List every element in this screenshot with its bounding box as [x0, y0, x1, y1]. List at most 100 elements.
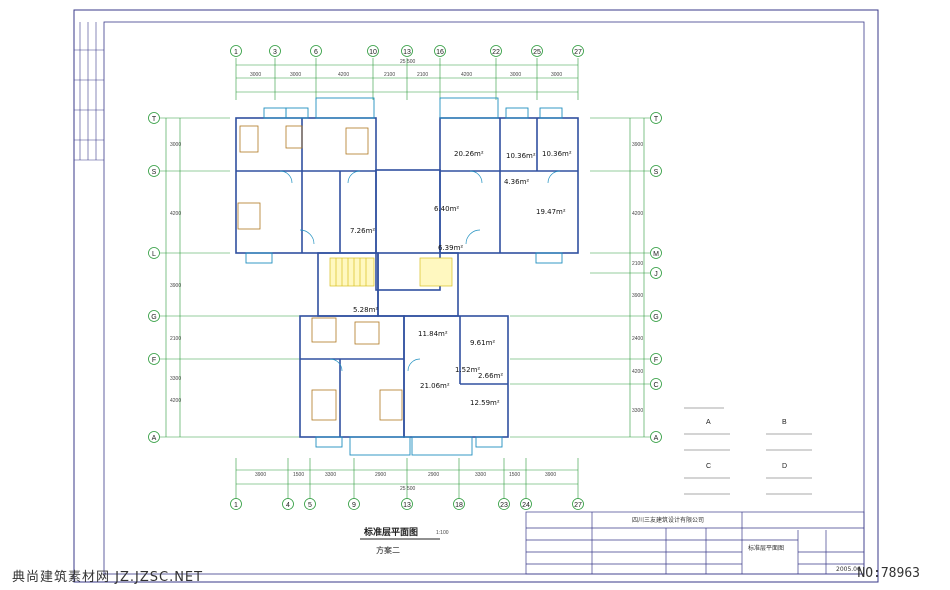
right-axis-labels: T S M J G F C A: [653, 116, 659, 442]
svg-text:S: S: [654, 169, 659, 176]
svg-text:10.36m²: 10.36m²: [506, 152, 536, 160]
svg-text:S: S: [152, 169, 157, 176]
title-block-drawing-name: 标准层平面图: [748, 544, 784, 552]
right-axis-bubbles: [650, 112, 662, 443]
svg-text:2100: 2100: [170, 336, 181, 342]
serial-number: NO:78963: [857, 566, 920, 581]
svg-text:4200: 4200: [461, 72, 472, 78]
svg-text:6.40m²: 6.40m²: [434, 205, 459, 213]
watermark: 典尚建筑素材网 JZ.JZSC.NET: [12, 570, 204, 585]
svg-text:J: J: [654, 271, 658, 278]
building-walls: [235, 117, 579, 438]
svg-text:T: T: [152, 116, 157, 123]
svg-text:3300: 3300: [632, 408, 643, 414]
svg-text:D: D: [782, 463, 787, 470]
top-dim-labels: 3000 3000 4200 2100 2100 4200 3000 3000: [250, 72, 562, 78]
svg-text:3000: 3000: [290, 72, 301, 78]
svg-text:1500: 1500: [293, 472, 304, 478]
title-block: [525, 511, 865, 575]
svg-text:2100: 2100: [632, 261, 643, 267]
svg-text:4.36m²: 4.36m²: [504, 178, 529, 186]
bottom-axis-bubbles: [230, 498, 584, 510]
svg-text:C: C: [653, 382, 658, 389]
svg-text:3300: 3300: [475, 472, 486, 478]
plan-subtitle: 方案二: [376, 545, 400, 555]
svg-text:4200: 4200: [170, 211, 181, 217]
svg-text:C: C: [706, 463, 711, 470]
svg-text:20.26m²: 20.26m²: [454, 150, 484, 158]
left-dimension-lines: [160, 117, 300, 438]
top-axis-bubbles: [230, 45, 584, 57]
svg-text:23: 23: [500, 502, 508, 509]
svg-text:4200: 4200: [170, 398, 181, 404]
stairwell: [329, 257, 453, 287]
balconies: [245, 97, 563, 456]
legend-notes: [684, 407, 812, 495]
svg-text:3900: 3900: [632, 293, 643, 299]
svg-text:T: T: [654, 116, 659, 123]
left-dim-labels: 3000 4200 3900 2100 3300 4200: [170, 142, 181, 404]
svg-text:6.39m²: 6.39m²: [438, 244, 463, 252]
binding-strip: [74, 22, 104, 161]
sheet-inner-border: [103, 21, 865, 575]
right-dim-labels: 3900 4200 2100 3900 2400 4200 3300: [632, 142, 643, 414]
title-block-date: 2005.06: [836, 566, 861, 573]
svg-text:3900: 3900: [255, 472, 266, 478]
svg-text:L: L: [152, 251, 156, 258]
svg-text:10.36m²: 10.36m²: [542, 150, 572, 158]
bottom-dimension-lines: [235, 458, 579, 500]
svg-text:6: 6: [314, 49, 318, 56]
plan-scale: 1:100: [436, 530, 449, 536]
svg-text:3000: 3000: [510, 72, 521, 78]
svg-text:24: 24: [522, 502, 530, 509]
svg-text:1.52m²: 1.52m²: [455, 366, 480, 374]
svg-text:3900: 3900: [170, 283, 181, 289]
left-axis-labels: T S L G F A: [151, 116, 157, 442]
top-dimension-lines: [235, 58, 579, 100]
svg-text:9.61m²: 9.61m²: [470, 339, 495, 347]
svg-text:3300: 3300: [325, 472, 336, 478]
svg-text:4200: 4200: [338, 72, 349, 78]
bottom-axis-labels: 1 4 5 9 13 18 23 24 27: [234, 502, 582, 509]
svg-text:13: 13: [403, 49, 411, 56]
svg-text:A: A: [654, 435, 659, 442]
svg-text:2900: 2900: [375, 472, 386, 478]
plan-title: 标准层平面图: [363, 526, 418, 538]
sheet-border: [73, 9, 879, 583]
svg-text:3: 3: [273, 49, 277, 56]
svg-text:2100: 2100: [417, 72, 428, 78]
svg-text:13: 13: [403, 502, 411, 509]
svg-text:4: 4: [286, 502, 290, 509]
svg-text:18: 18: [455, 502, 463, 509]
room-area-labels: 20.26m² 10.36m² 10.36m² 4.36m² 19.47m² 6…: [350, 150, 572, 407]
left-axis-bubbles: [148, 112, 160, 443]
svg-text:9: 9: [352, 502, 356, 509]
svg-text:3300: 3300: [170, 376, 181, 382]
svg-text:2900: 2900: [428, 472, 439, 478]
svg-text:5: 5: [308, 502, 312, 509]
svg-text:G: G: [653, 314, 658, 321]
svg-text:B: B: [782, 419, 787, 426]
svg-text:19.47m²: 19.47m²: [536, 208, 566, 216]
svg-text:3900: 3900: [545, 472, 556, 478]
svg-text:7.26m²: 7.26m²: [350, 227, 375, 235]
svg-text:F: F: [152, 357, 156, 364]
svg-text:A: A: [706, 419, 711, 426]
svg-text:1: 1: [234, 502, 238, 509]
svg-text:2400: 2400: [632, 336, 643, 342]
svg-text:4200: 4200: [632, 211, 643, 217]
bottom-total-dim: 25 500: [400, 486, 416, 492]
svg-text:27: 27: [574, 502, 582, 509]
svg-text:A: A: [152, 435, 157, 442]
svg-text:22: 22: [492, 49, 500, 56]
svg-text:2100: 2100: [384, 72, 395, 78]
svg-text:3000: 3000: [170, 142, 181, 148]
svg-text:25: 25: [533, 49, 541, 56]
svg-text:12.59m²: 12.59m²: [470, 399, 500, 407]
top-axis-labels: 1 3 6 10 13 16 22 25 27: [234, 49, 582, 56]
top-total-dim: 25 500: [400, 59, 416, 65]
svg-text:M: M: [653, 251, 659, 258]
door-swings: [279, 170, 561, 372]
furniture: [237, 125, 403, 421]
